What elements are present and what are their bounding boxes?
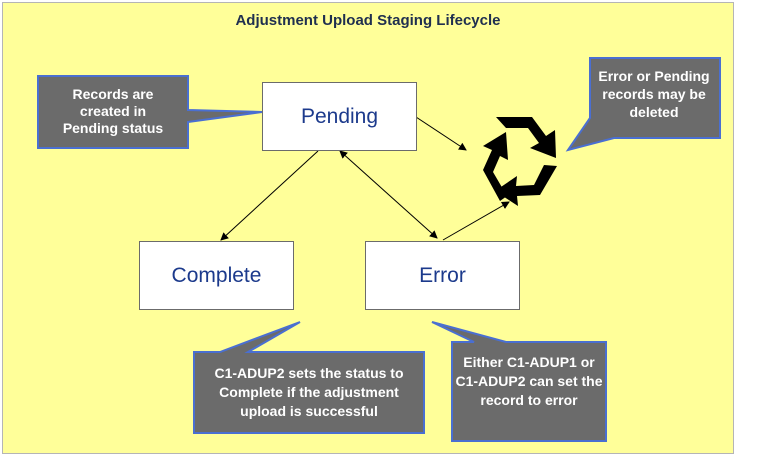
- callout-error-line-3: record to error: [480, 392, 578, 408]
- state-pending: Pending: [262, 82, 417, 151]
- state-error: Error: [365, 241, 520, 310]
- recycle-icon: [483, 117, 557, 206]
- arrow-pending-to-complete: [220, 150, 319, 241]
- arrow-pending-to-deleted: [415, 116, 467, 151]
- callout-created-line-3: Pending status: [63, 120, 164, 136]
- callout-complete-line-3: upload is successful: [240, 403, 378, 419]
- callout-error: Either C1-ADUP1 or C1-ADUP2 can set the …: [431, 321, 607, 442]
- callout-deleted-line-1: Error or Pending: [598, 68, 709, 84]
- callout-may-be-deleted: Error or Pending records may be deleted: [565, 57, 721, 152]
- callout-deleted-line-2: records may be: [602, 86, 706, 102]
- callout-error-line-1: Either C1-ADUP1 or: [463, 354, 595, 370]
- callout-complete: C1-ADUP2 sets the status to Complete if …: [193, 321, 425, 434]
- callout-error-line-2: C1-ADUP2 can set the: [455, 373, 602, 389]
- arrow-error-to-deleted: [442, 201, 510, 241]
- callout-complete-line-1: C1-ADUP2 sets the status to: [214, 365, 403, 381]
- diagram-title: Adjustment Upload Staging Lifecycle: [235, 12, 501, 29]
- state-complete: Complete: [139, 241, 294, 310]
- state-complete-label: Complete: [171, 263, 262, 287]
- callout-records-created: Records are created in Pending status: [37, 75, 263, 149]
- arrow-pending-error: [339, 150, 438, 239]
- state-pending-label: Pending: [300, 104, 379, 128]
- callout-created-line-1: Records are: [73, 86, 154, 102]
- callout-created-line-2: created in: [80, 103, 146, 119]
- state-error-label: Error: [419, 263, 466, 287]
- callout-deleted-line-3: deleted: [629, 104, 678, 120]
- callout-complete-line-2: Complete if the adjustment: [219, 384, 399, 400]
